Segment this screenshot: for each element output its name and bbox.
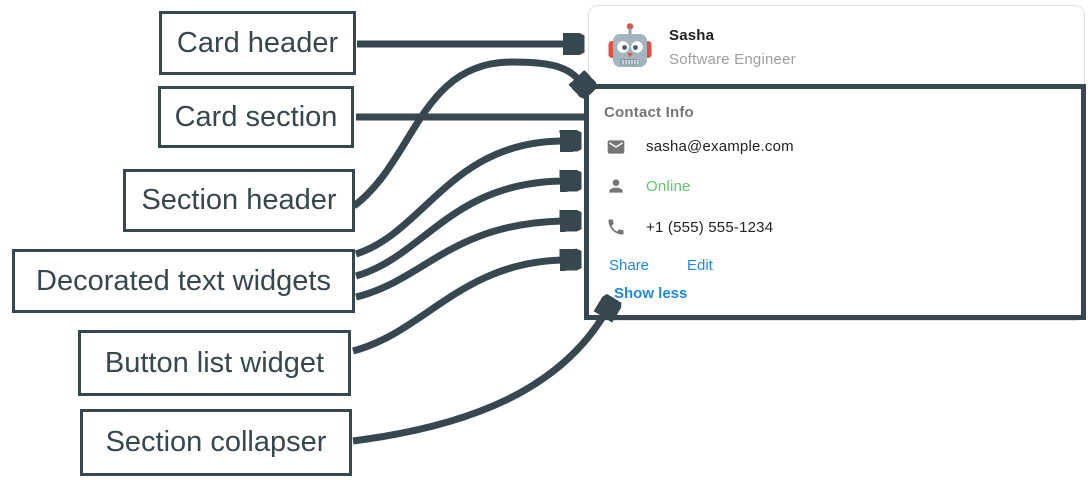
arrow-decorated-text-online bbox=[355, 181, 562, 280]
arrow-section-header bbox=[351, 58, 578, 209]
label-button-list-widget: Button list widget bbox=[78, 330, 351, 396]
label-card-section: Card section bbox=[158, 86, 354, 148]
card-header-title: Software Engineer bbox=[669, 51, 796, 68]
section-header-text: Contact Info bbox=[604, 104, 694, 121]
label-decorated-text-widgets-text: Decorated text widgets bbox=[36, 264, 331, 297]
label-card-section-text: Card section bbox=[174, 100, 338, 133]
share-button[interactable]: Share bbox=[609, 257, 650, 274]
label-section-collapser: Section collapser bbox=[80, 409, 352, 476]
label-section-header-text: Section header bbox=[141, 184, 337, 216]
label-button-list-widget-text: Button list widget bbox=[104, 346, 325, 379]
phone-icon bbox=[608, 219, 624, 235]
robot-avatar-icon bbox=[608, 23, 652, 67]
label-card-header-text: Card header bbox=[176, 26, 339, 59]
email-text-widget: sasha@example.com bbox=[646, 138, 794, 155]
status-text-widget: Online bbox=[646, 178, 691, 195]
person-icon bbox=[609, 179, 623, 193]
label-card-header: Card header bbox=[159, 11, 356, 75]
phone-text-widget: +1 (555) 555-1234 bbox=[646, 219, 774, 236]
card-header-name: Sasha bbox=[669, 27, 715, 44]
email-icon bbox=[607, 140, 625, 154]
show-less-button[interactable]: Show less bbox=[614, 285, 688, 302]
edit-button[interactable]: Edit bbox=[687, 257, 713, 274]
label-section-header: Section header bbox=[123, 169, 355, 232]
label-section-collapser-text: Section collapser bbox=[105, 426, 327, 458]
arrow-button-list bbox=[352, 260, 562, 355]
arrow-section-collapser bbox=[352, 315, 604, 445]
arrow-decorated-text-phone bbox=[355, 221, 562, 301]
arrow-decorated-text-email bbox=[354, 141, 562, 258]
contact-card: Sasha Software Engineer Contact Info sas… bbox=[588, 5, 1085, 321]
label-decorated-text-widgets: Decorated text widgets bbox=[12, 249, 355, 313]
